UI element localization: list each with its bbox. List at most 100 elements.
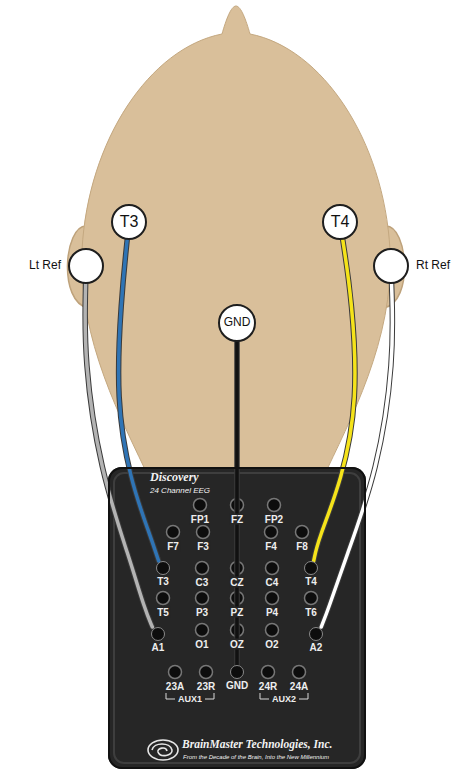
- node-label: A2: [310, 642, 323, 653]
- reference-electrode: Lt Ref: [68, 248, 104, 284]
- node-label: GND: [224, 316, 251, 329]
- pin-label: C3: [195, 577, 210, 588]
- jack: [169, 666, 182, 679]
- input-jack: GND: [224, 665, 250, 691]
- pin-label: F8: [295, 541, 309, 552]
- input-jack: A2: [307, 627, 325, 653]
- jack: [293, 666, 306, 679]
- jack: [266, 562, 279, 575]
- jack: [157, 592, 170, 605]
- jack-hole: [230, 665, 244, 679]
- node-label: T3: [157, 576, 169, 587]
- pin-label: 24R: [258, 681, 278, 692]
- jack-hole: [304, 561, 318, 575]
- electrode-wire: [321, 284, 392, 627]
- jack: [200, 666, 213, 679]
- logo-swirl: [148, 740, 178, 760]
- text-holder: F8: [295, 541, 309, 552]
- pin-label: O1: [194, 639, 209, 650]
- pin-label: PZ: [230, 607, 245, 618]
- pin-label: 24A: [289, 681, 309, 692]
- jack: [167, 526, 180, 539]
- wire-outlines: [85, 240, 392, 666]
- bracket: [260, 693, 269, 699]
- jack: [305, 592, 318, 605]
- text-holder: C4: [265, 577, 280, 588]
- pin-label: OZ: [229, 639, 245, 650]
- wire-outline: [321, 284, 392, 627]
- logo-spiral: [152, 744, 172, 756]
- node-label: Rt Ref: [416, 259, 450, 272]
- text-holder: T5: [156, 607, 170, 618]
- node-label: Lt Ref: [29, 259, 61, 272]
- electrode-circle: T4: [322, 204, 358, 240]
- text-holder: PZ: [230, 607, 245, 618]
- brand-text: From the Decade of the Brain, Into the N…: [183, 754, 329, 761]
- text-holder: 24A: [289, 681, 309, 692]
- jack: [296, 526, 309, 539]
- wires: [85, 240, 392, 666]
- text-holder: From the Decade of the Brain, Into the N…: [183, 754, 329, 761]
- aux-label: AUX2: [271, 694, 297, 705]
- pin-label: FP1: [190, 514, 210, 525]
- aux-label: AUX1: [177, 694, 203, 705]
- pin-label: 23A: [165, 681, 185, 692]
- pin-label: FP2: [264, 514, 284, 525]
- text-holder: F7: [166, 541, 180, 552]
- text-holder: F4: [264, 541, 278, 552]
- input-jack: A1: [149, 627, 167, 653]
- jack: [268, 499, 281, 512]
- eeg-amplifier: Discovery 24 Channel EEG BrainMaster Techn…: [108, 467, 366, 769]
- pin-label: O2: [264, 639, 279, 650]
- jack: [266, 624, 279, 637]
- pin-label: 23R: [196, 681, 216, 692]
- text-holder: 24 Channel EEG: [150, 487, 210, 496]
- node-label: T3: [120, 213, 139, 231]
- text-holder: 24R: [258, 681, 278, 692]
- text-holder: 23A: [165, 681, 185, 692]
- pin-label: P4: [265, 607, 279, 618]
- jack: [262, 666, 275, 679]
- text-holder: CZ: [229, 577, 244, 588]
- electrode-circle: T3: [111, 204, 147, 240]
- node-label: GND: [226, 680, 248, 691]
- text-holder: BrainMaster Technologies, Inc.: [182, 738, 332, 751]
- reference-electrode: Rt Ref: [373, 248, 409, 284]
- pin-label: T6: [304, 607, 318, 618]
- electrode-wire: [119, 240, 159, 561]
- jack: [194, 499, 207, 512]
- product-name: Discovery: [150, 471, 199, 484]
- jack: [196, 592, 209, 605]
- jack: [265, 526, 278, 539]
- text-holder: C3: [195, 577, 210, 588]
- text-holder: O1: [194, 639, 209, 650]
- node-label: T4: [305, 576, 317, 587]
- electrode-wire: [314, 240, 355, 561]
- text-holder: AUX1: [177, 694, 203, 705]
- pin-label: F7: [166, 541, 180, 552]
- input-jack: T4: [302, 561, 320, 587]
- electrode-wire: [85, 284, 152, 627]
- text-holder: 23R: [196, 681, 216, 692]
- text-holder: FZ: [230, 514, 244, 525]
- wire-outline: [314, 240, 355, 561]
- jack: [196, 562, 209, 575]
- node-label: T4: [331, 213, 350, 231]
- jack: [266, 592, 279, 605]
- jack: [196, 624, 209, 637]
- node-label: A1: [152, 642, 165, 653]
- jack: [197, 526, 210, 539]
- input-jack: T3: [154, 561, 172, 587]
- text-holder: O2: [264, 639, 279, 650]
- pin-label: F4: [264, 541, 278, 552]
- electrode-circle: GND: [218, 304, 256, 342]
- product-name: 24 Channel EEG: [150, 487, 210, 496]
- pin-label: F3: [196, 541, 210, 552]
- bracket: [205, 693, 214, 699]
- wire-outline: [119, 240, 159, 561]
- text-holder: FP1: [190, 514, 210, 525]
- text-holder: P3: [195, 607, 209, 618]
- pin-label: T5: [156, 607, 170, 618]
- text-holder: FP2: [264, 514, 284, 525]
